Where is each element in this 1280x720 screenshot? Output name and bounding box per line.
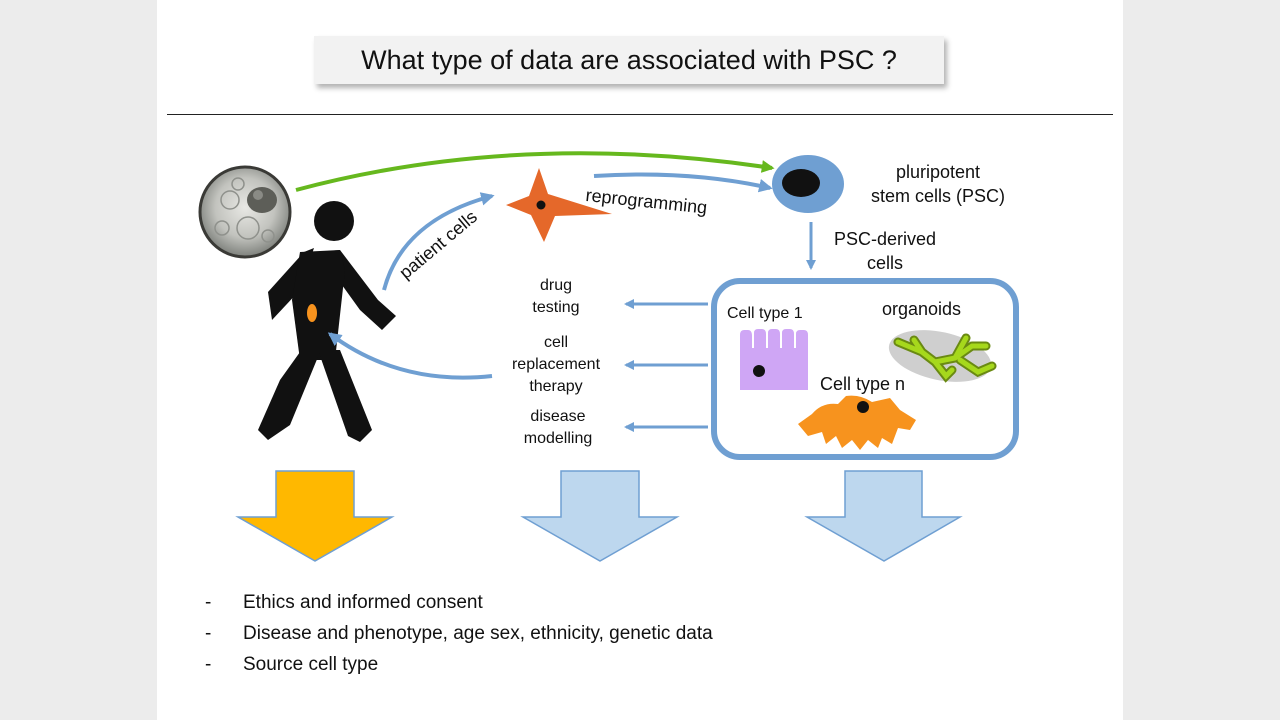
bullet-dash: - — [205, 623, 212, 644]
organoids-icon — [888, 330, 997, 383]
embryo-icon — [198, 165, 292, 259]
psc-derived-label-line-2: cells — [866, 253, 903, 273]
cell-type-1-label: Cell type 1 — [727, 305, 803, 322]
use-cell-replacement-therapy: cell replacement therapy — [496, 332, 616, 398]
cell-type-n-icon — [798, 395, 916, 450]
embryo-to-psc-arrow — [295, 151, 775, 192]
slide-title-text: What type of data are associated with PS… — [361, 44, 897, 75]
slide-title: What type of data are associated with PS… — [314, 36, 944, 84]
use-disease-modelling-line-2: modelling — [523, 430, 593, 447]
therapy-return-arrow — [327, 332, 493, 380]
psc-derived-label-line-1: PSC-derived — [833, 229, 937, 249]
use-disease-modelling-line-1: disease — [530, 408, 586, 425]
psc-label: pluripotent stem cells (PSC) — [853, 160, 1023, 208]
patient-cell-star-icon — [506, 168, 612, 242]
list-item-text: Source cell type — [243, 654, 379, 675]
psc-derived-label: PSC-derived cells — [815, 227, 955, 275]
list-item: - Disease and phenotype, age sex, ethnici… — [205, 621, 713, 652]
uses-down-arrow — [520, 470, 680, 562]
title-divider — [167, 114, 1113, 115]
ethics-down-arrow — [235, 470, 395, 562]
use-drug-testing-line-2: testing — [532, 299, 580, 316]
psc-derived-cells-box — [711, 278, 1019, 460]
patient-figure-icon — [258, 201, 396, 442]
use-drug-testing-line-1: drug — [539, 277, 573, 294]
bullet-dash: - — [205, 592, 212, 613]
organoids-label: organoids — [882, 299, 962, 319]
data-types-list: - Ethics and informed consent - Disease an… — [205, 590, 713, 683]
list-item-text: Disease and phenotype, age sex, ethnicit… — [243, 623, 713, 644]
cell-type-1-icon — [740, 329, 808, 390]
psc-label-line-2: stem cells (PSC) — [870, 186, 1005, 206]
list-item-text: Ethics and informed consent — [243, 592, 483, 613]
organ-icon — [307, 304, 317, 322]
derived-cells-down-arrow — [804, 470, 963, 562]
bullet-dash: - — [205, 654, 212, 675]
psc-cell-icon — [772, 155, 844, 213]
use-drug-testing: drug testing — [506, 275, 606, 319]
use-cell-replacement-line-2: replacement — [511, 356, 601, 373]
use-disease-modelling: disease modelling — [503, 406, 613, 450]
reprogramming-arrow — [593, 172, 773, 193]
cell-type-n-label: Cell type n — [820, 374, 906, 394]
use-cell-replacement-line-1: cell — [543, 334, 568, 351]
psc-label-line-1: pluripotent — [895, 162, 981, 182]
patient-cells-arrow — [382, 192, 495, 291]
list-item: - Ethics and informed consent — [205, 590, 713, 621]
use-cell-replacement-line-3: therapy — [529, 378, 583, 395]
list-item: - Source cell type — [205, 652, 713, 683]
